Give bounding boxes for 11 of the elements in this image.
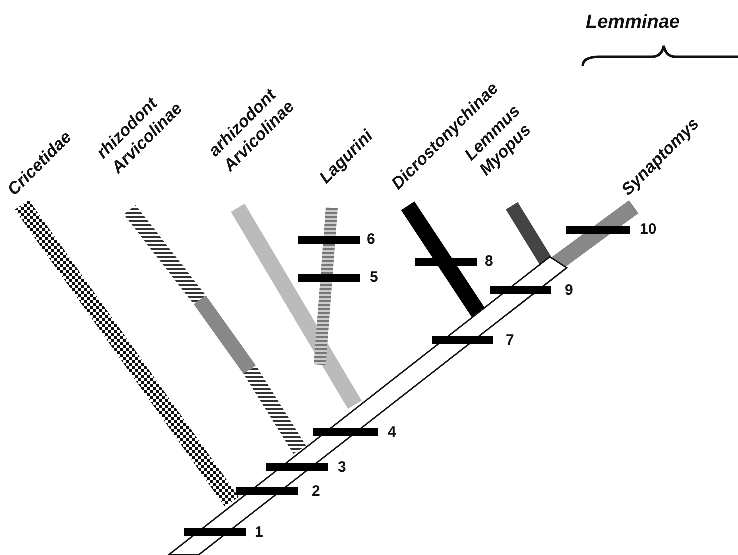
- callout-number: 1: [255, 525, 264, 541]
- callout-number: 2: [312, 484, 320, 500]
- callout-number: 4: [388, 425, 396, 441]
- callout-number: 7: [506, 333, 514, 349]
- callout-number: 3: [338, 460, 346, 476]
- callout-number: 5: [370, 270, 378, 286]
- callout-number: 10: [640, 222, 657, 238]
- callout-number: 6: [367, 232, 376, 248]
- clade-label: Lemminae: [586, 12, 680, 33]
- callout-number: 9: [565, 283, 574, 299]
- callout-number: 8: [485, 254, 494, 270]
